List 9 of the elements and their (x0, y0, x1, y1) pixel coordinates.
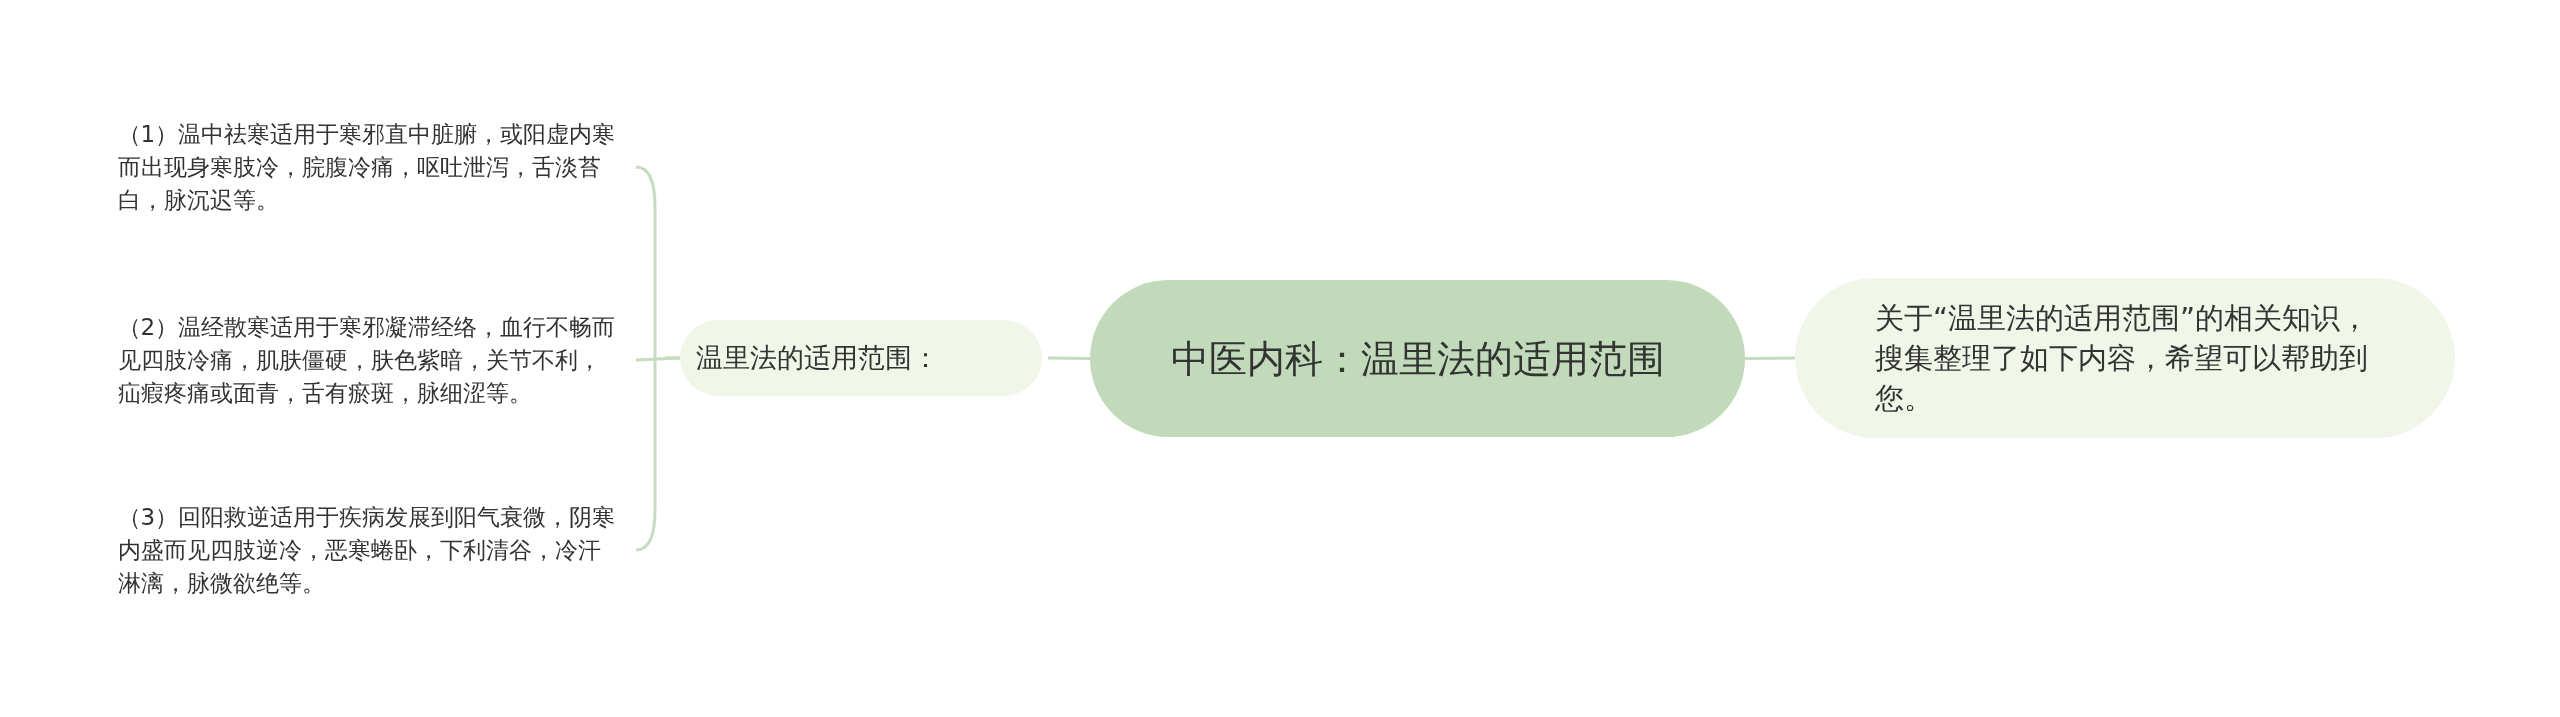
connector-line (1048, 356, 1090, 360)
connector-line (1745, 356, 1795, 360)
leaf-text: （2）温经散寒适用于寒邪凝滞经络，血行不畅而见四肢冷痛，肌肤僵硬，肤色紫暗，关节不利，疝瘕疼痛或面青，舌有瘀斑，脉细涩等。 (117, 312, 617, 408)
connector-line (634, 356, 682, 552)
topic-title: 中医内科：温里法的适用范围 (1169, 335, 1666, 383)
node-text: 温里法的适用范围： (696, 341, 940, 375)
node-text: 关于“温里法的适用范围”的相关知识，搜集整理了如下内容，希望可以帮助到您。 (1875, 300, 2371, 417)
leaf-text: （3）回阳救逆适用于疾病发展到阳气衰微，阴寒内盛而见四肢逆冷，恶寒蜷卧，下利清谷，冷汗淋漓，脉微欲绝等。 (117, 502, 617, 598)
leaf-text: （1）温中祛寒适用于寒邪直中脏腑，或阳虚内寒而出现身寒肢冷，脘腹冷痛，呕吐泄泻，舌淡苔白，脉沉迟等。 (117, 119, 617, 215)
